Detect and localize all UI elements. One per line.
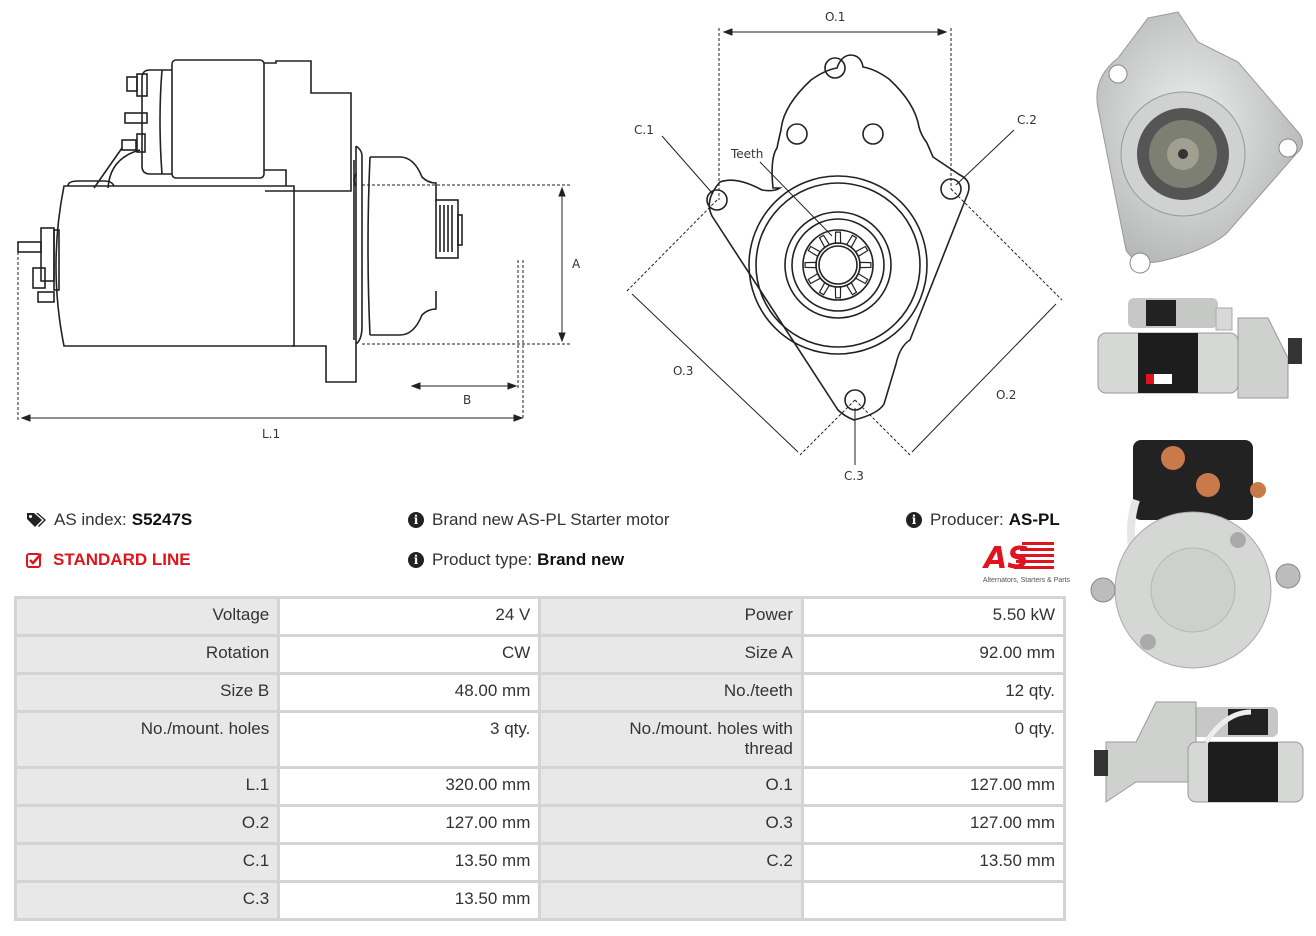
spec-label: C.1	[13, 842, 281, 883]
dim-label-c3: C.3	[844, 469, 864, 483]
as-index-label: AS index:	[54, 510, 127, 529]
spec-label: Size B	[13, 672, 281, 713]
spec-value: 13.50 mm	[277, 880, 542, 921]
spec-label: Voltage	[13, 596, 281, 637]
front-view-drawing: O.1 C.1 C.2 Teeth O.3 O.2 C.3	[625, 10, 1063, 483]
pinion-tooth	[804, 261, 817, 269]
dimension-arrows	[631, 28, 1057, 465]
dim-label-teeth: Teeth	[730, 147, 763, 161]
spec-label: No./mount. holes with thread	[538, 710, 804, 769]
spec-value: 12 qty.	[800, 672, 1067, 713]
spec-label: O.3	[538, 804, 804, 845]
info-circle-icon: i	[408, 512, 424, 528]
front-pinion-photo	[1096, 11, 1303, 274]
svg-text:AS: AS	[982, 541, 1029, 572]
spec-label: No./teeth	[538, 672, 804, 713]
dim-label-l1: L.1	[262, 427, 280, 441]
spec-value: 127.00 mm	[800, 766, 1067, 807]
dim-label-o2: O.2	[996, 388, 1016, 402]
dimension-lines	[17, 184, 570, 420]
description-text: Brand new AS-PL Starter motor	[432, 510, 670, 529]
pinion-tooth	[807, 245, 822, 258]
spec-label: Power	[538, 596, 804, 637]
pinion-tooth	[845, 281, 858, 296]
producer-label: Producer:	[930, 510, 1004, 529]
pinion-tooth	[859, 261, 872, 269]
pinion-tooth	[834, 231, 842, 244]
pinion-teeth	[804, 231, 872, 299]
starter-outline	[17, 59, 463, 383]
dimension-lines	[625, 28, 1063, 456]
spec-value: 24 V	[277, 596, 542, 637]
spec-label: O.1	[538, 766, 804, 807]
pinion-tooth	[818, 234, 831, 249]
as-pl-logo: AS Alternators, Starters & Parts	[962, 538, 1070, 584]
dim-label-c1: C.1	[634, 123, 654, 137]
pinion-tooth	[818, 281, 831, 296]
side-view-drawing: A B L.1	[17, 59, 581, 441]
flange-outline	[706, 54, 970, 421]
spec-value: 0 qty.	[800, 710, 1067, 769]
spec-label: O.2	[13, 804, 281, 845]
spec-value: 127.00 mm	[800, 804, 1067, 845]
spec-label: No./mount. holes	[13, 710, 281, 769]
spec-value: 3 qty.	[277, 710, 542, 769]
tags-icon	[26, 512, 46, 528]
rear-view-photo	[1090, 440, 1301, 669]
pinion-tooth	[845, 234, 858, 249]
check-square-icon	[26, 552, 43, 568]
spec-label: C.2	[538, 842, 804, 883]
spec-label: Size A	[538, 634, 804, 675]
spec-value: CW	[277, 634, 542, 675]
as-logo-mark: AS	[982, 541, 1054, 576]
pinion-tooth	[854, 245, 869, 258]
spec-label	[538, 880, 804, 921]
pinion-tooth	[807, 272, 822, 285]
product-type-line: i Product type: Brand new	[408, 550, 624, 570]
spec-label: Rotation	[13, 634, 281, 675]
spec-label: L.1	[13, 766, 281, 807]
spec-value: 5.50 kW	[800, 596, 1067, 637]
dim-label-o3: O.3	[673, 364, 693, 378]
product-type-label: Product type:	[432, 550, 533, 569]
description-line: i Brand new AS-PL Starter motor	[408, 510, 669, 530]
dim-label-a: A	[572, 257, 581, 271]
spec-value: 320.00 mm	[277, 766, 542, 807]
info-circle-icon: i	[906, 512, 922, 528]
pinion-tooth	[834, 286, 842, 299]
spec-value	[800, 880, 1067, 921]
dim-label-c2: C.2	[1017, 113, 1037, 127]
standard-line-label: STANDARD LINE	[53, 550, 191, 569]
as-index-value: S5247S	[131, 510, 193, 529]
spec-value: 127.00 mm	[277, 804, 542, 845]
side-view-mirrored-photo	[1094, 701, 1304, 803]
standard-line-badge: STANDARD LINE	[26, 550, 191, 570]
spec-label: C.3	[13, 880, 281, 921]
producer-value: AS-PL	[1008, 510, 1060, 529]
dim-label-o1: O.1	[825, 10, 845, 24]
producer-line: i Producer: AS-PL	[906, 510, 1060, 530]
side-view-photo	[1097, 298, 1302, 399]
product-type-value: Brand new	[537, 550, 625, 569]
dimension-arrows	[20, 186, 566, 422]
spec-value: 13.50 mm	[800, 842, 1067, 883]
spec-value: 92.00 mm	[800, 634, 1067, 675]
info-circle-icon: i	[408, 552, 424, 568]
pinion-tooth	[854, 272, 869, 285]
spec-value: 48.00 mm	[277, 672, 542, 713]
spec-value: 13.50 mm	[277, 842, 542, 883]
as-index-line: AS index: S5247S	[26, 510, 192, 530]
logo-tagline: Alternators, Starters & Parts	[982, 577, 1070, 584]
dim-label-b: B	[463, 393, 471, 407]
